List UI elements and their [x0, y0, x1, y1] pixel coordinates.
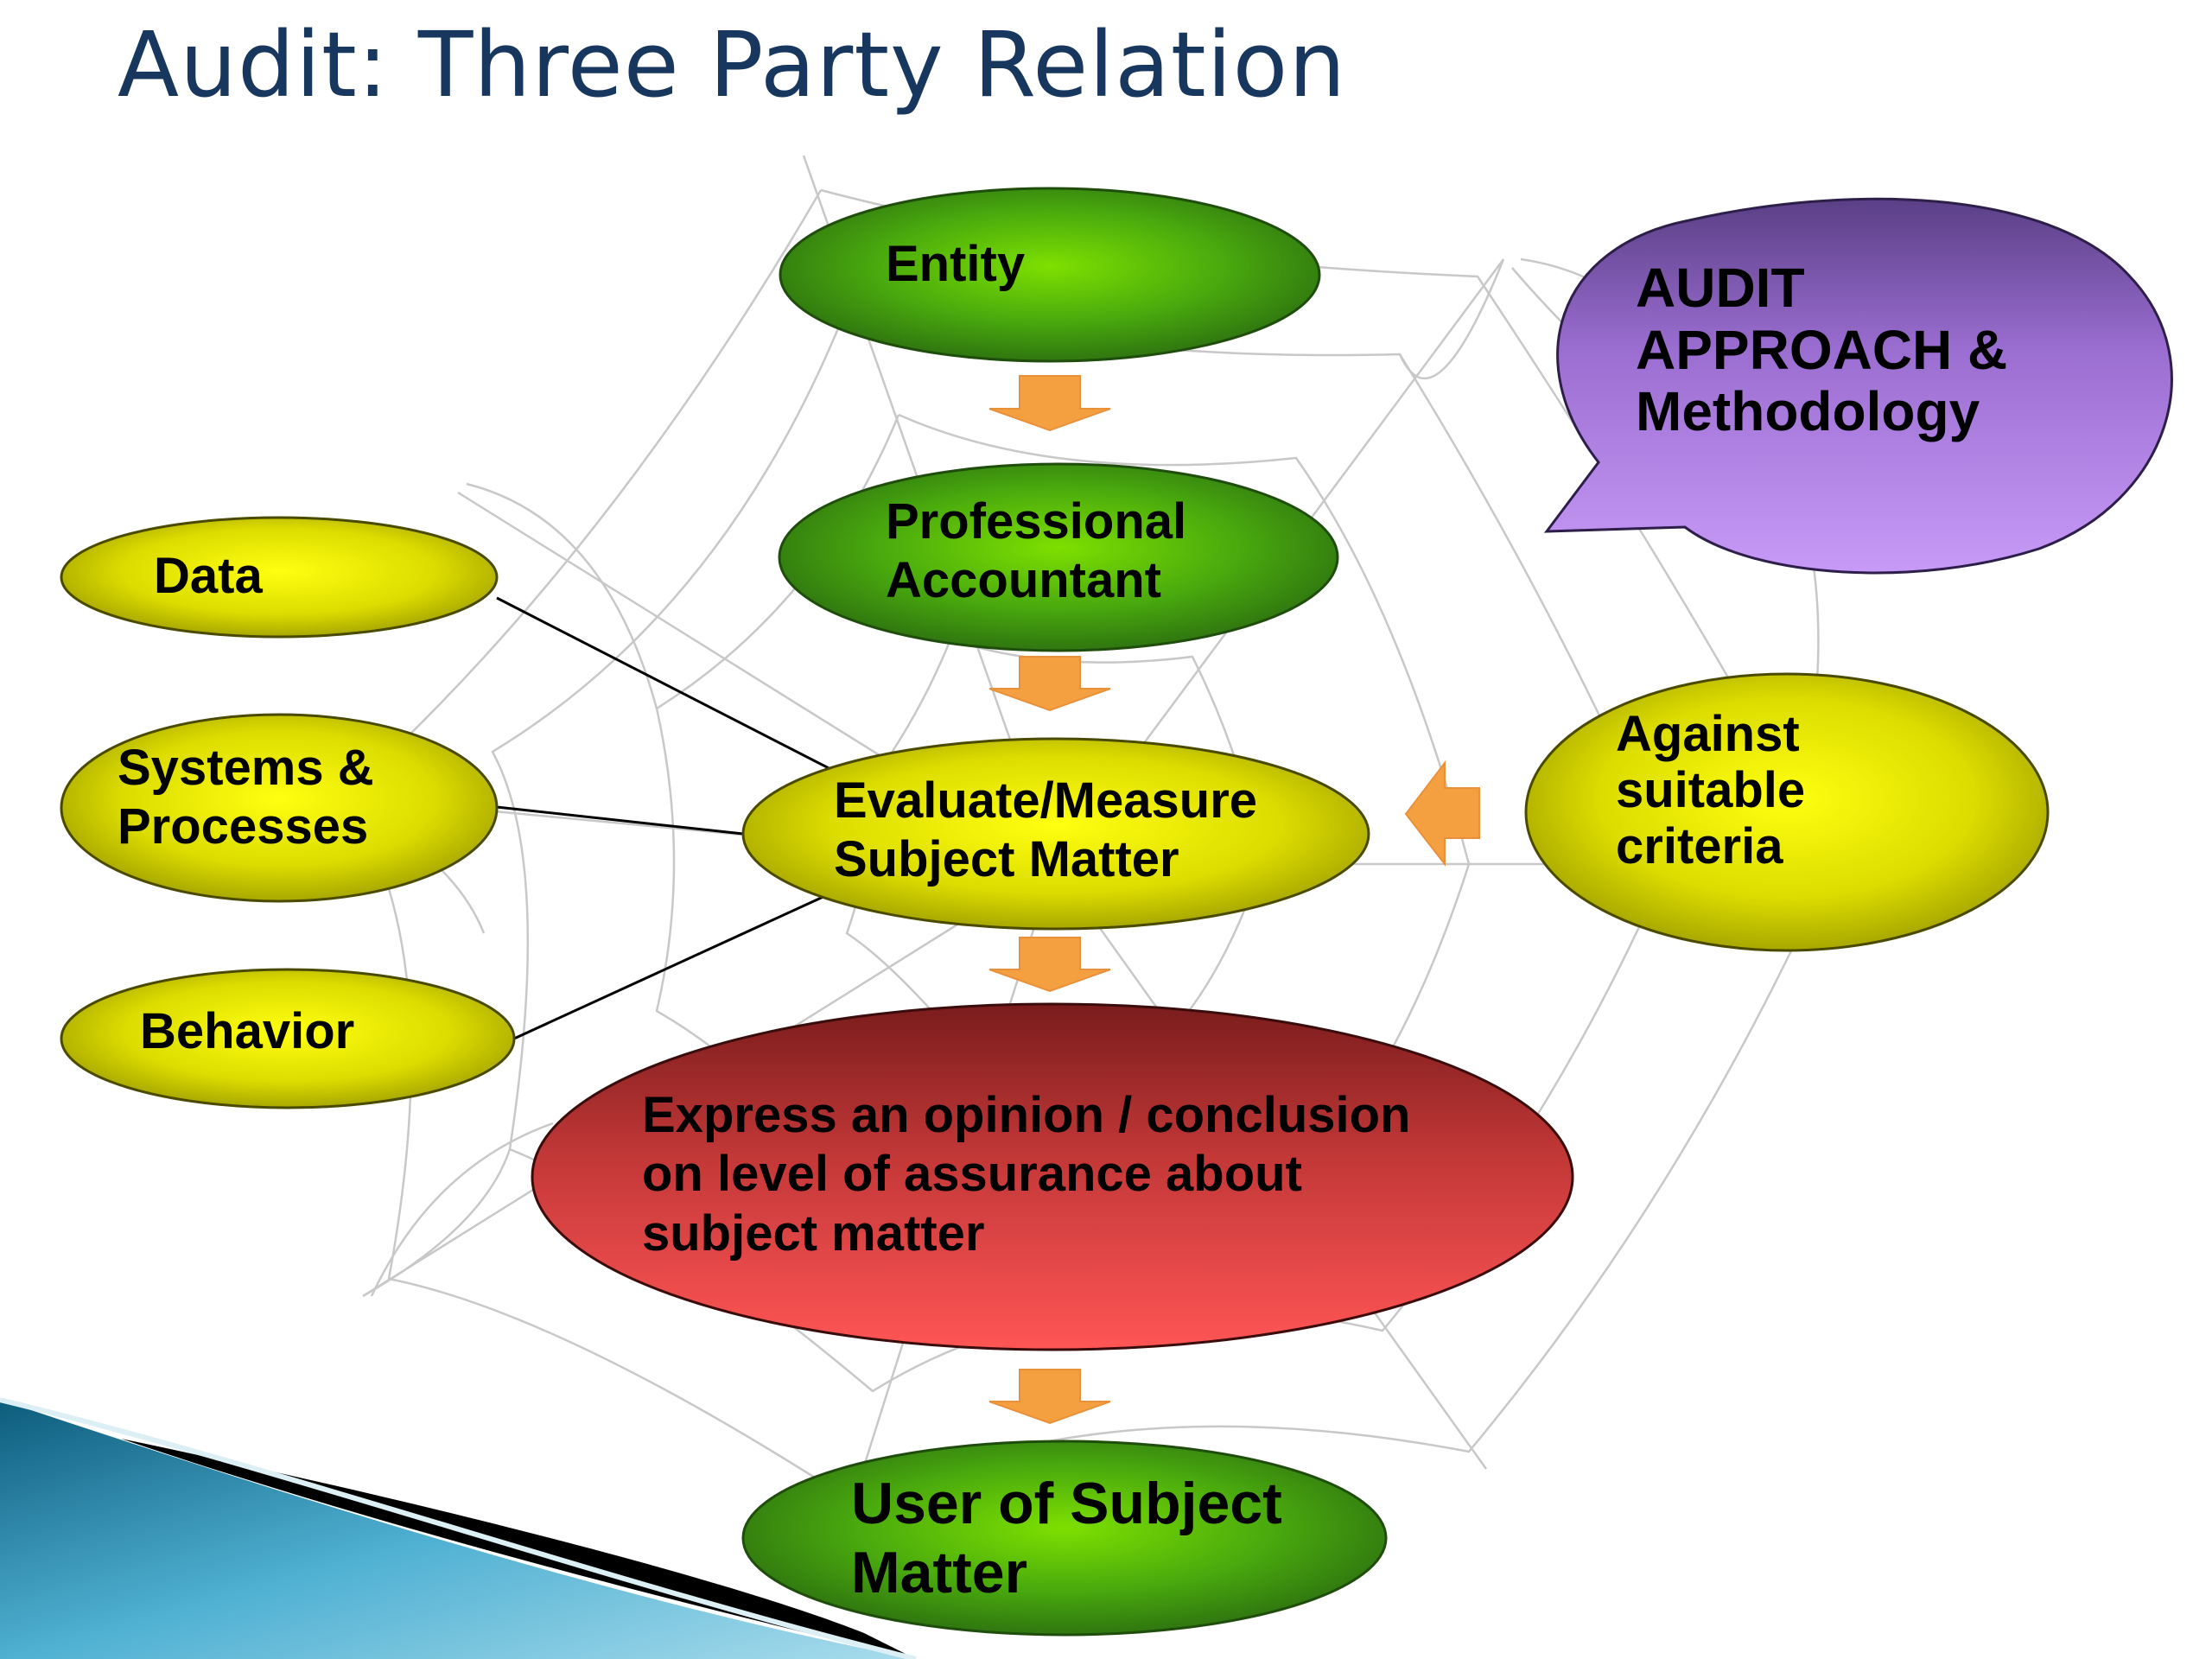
user-of-subject-matter-label: User of Subject Matter [851, 1471, 1282, 1606]
arrow-left-criteria [1404, 760, 1480, 867]
arrow-down-3 [988, 937, 1111, 993]
user-of-subject-matter-node [741, 1440, 1388, 1637]
data-label: Data [154, 548, 263, 604]
express-opinion-label: Express an opinion / conclusion on level… [642, 1087, 1411, 1262]
professional-accountant-node [778, 462, 1339, 652]
arrow-down-4 [988, 1369, 1111, 1425]
systems-processes-label: Systems & Processes [118, 740, 374, 855]
data-node [60, 516, 499, 639]
arrow-down-1 [988, 375, 1111, 432]
behavior-label: Behavior [140, 1003, 355, 1059]
flow-arrows [988, 375, 1480, 1425]
evaluate-measure-node [741, 737, 1370, 931]
entity-label: Entity [886, 236, 1026, 292]
professional-accountant-label: Professional Accountant [886, 493, 1187, 609]
behavior-node [60, 968, 516, 1109]
suitable-criteria-node [1524, 672, 2050, 952]
connector-lines [496, 596, 839, 1040]
suitable-criteria-label: Against suitable criteria [1616, 706, 1806, 874]
connector-data [496, 596, 835, 772]
audit-approach-callout [1543, 197, 2173, 575]
express-opinion-node [531, 1002, 1574, 1351]
connector-systems [496, 805, 744, 836]
page-title: Audit: Three Party Relation [118, 12, 1347, 118]
arrow-down-2 [988, 656, 1111, 712]
systems-processes-node [60, 713, 499, 903]
entity-node [779, 187, 1321, 363]
slide-decoration-swoosh [0, 1397, 917, 1659]
evaluate-measure-label: Evaluate/Measure Subject Matter [834, 772, 1258, 888]
audit-approach-label: AUDIT APPROACH & Methodology [1636, 257, 2008, 443]
connector-behavior [513, 888, 839, 1040]
